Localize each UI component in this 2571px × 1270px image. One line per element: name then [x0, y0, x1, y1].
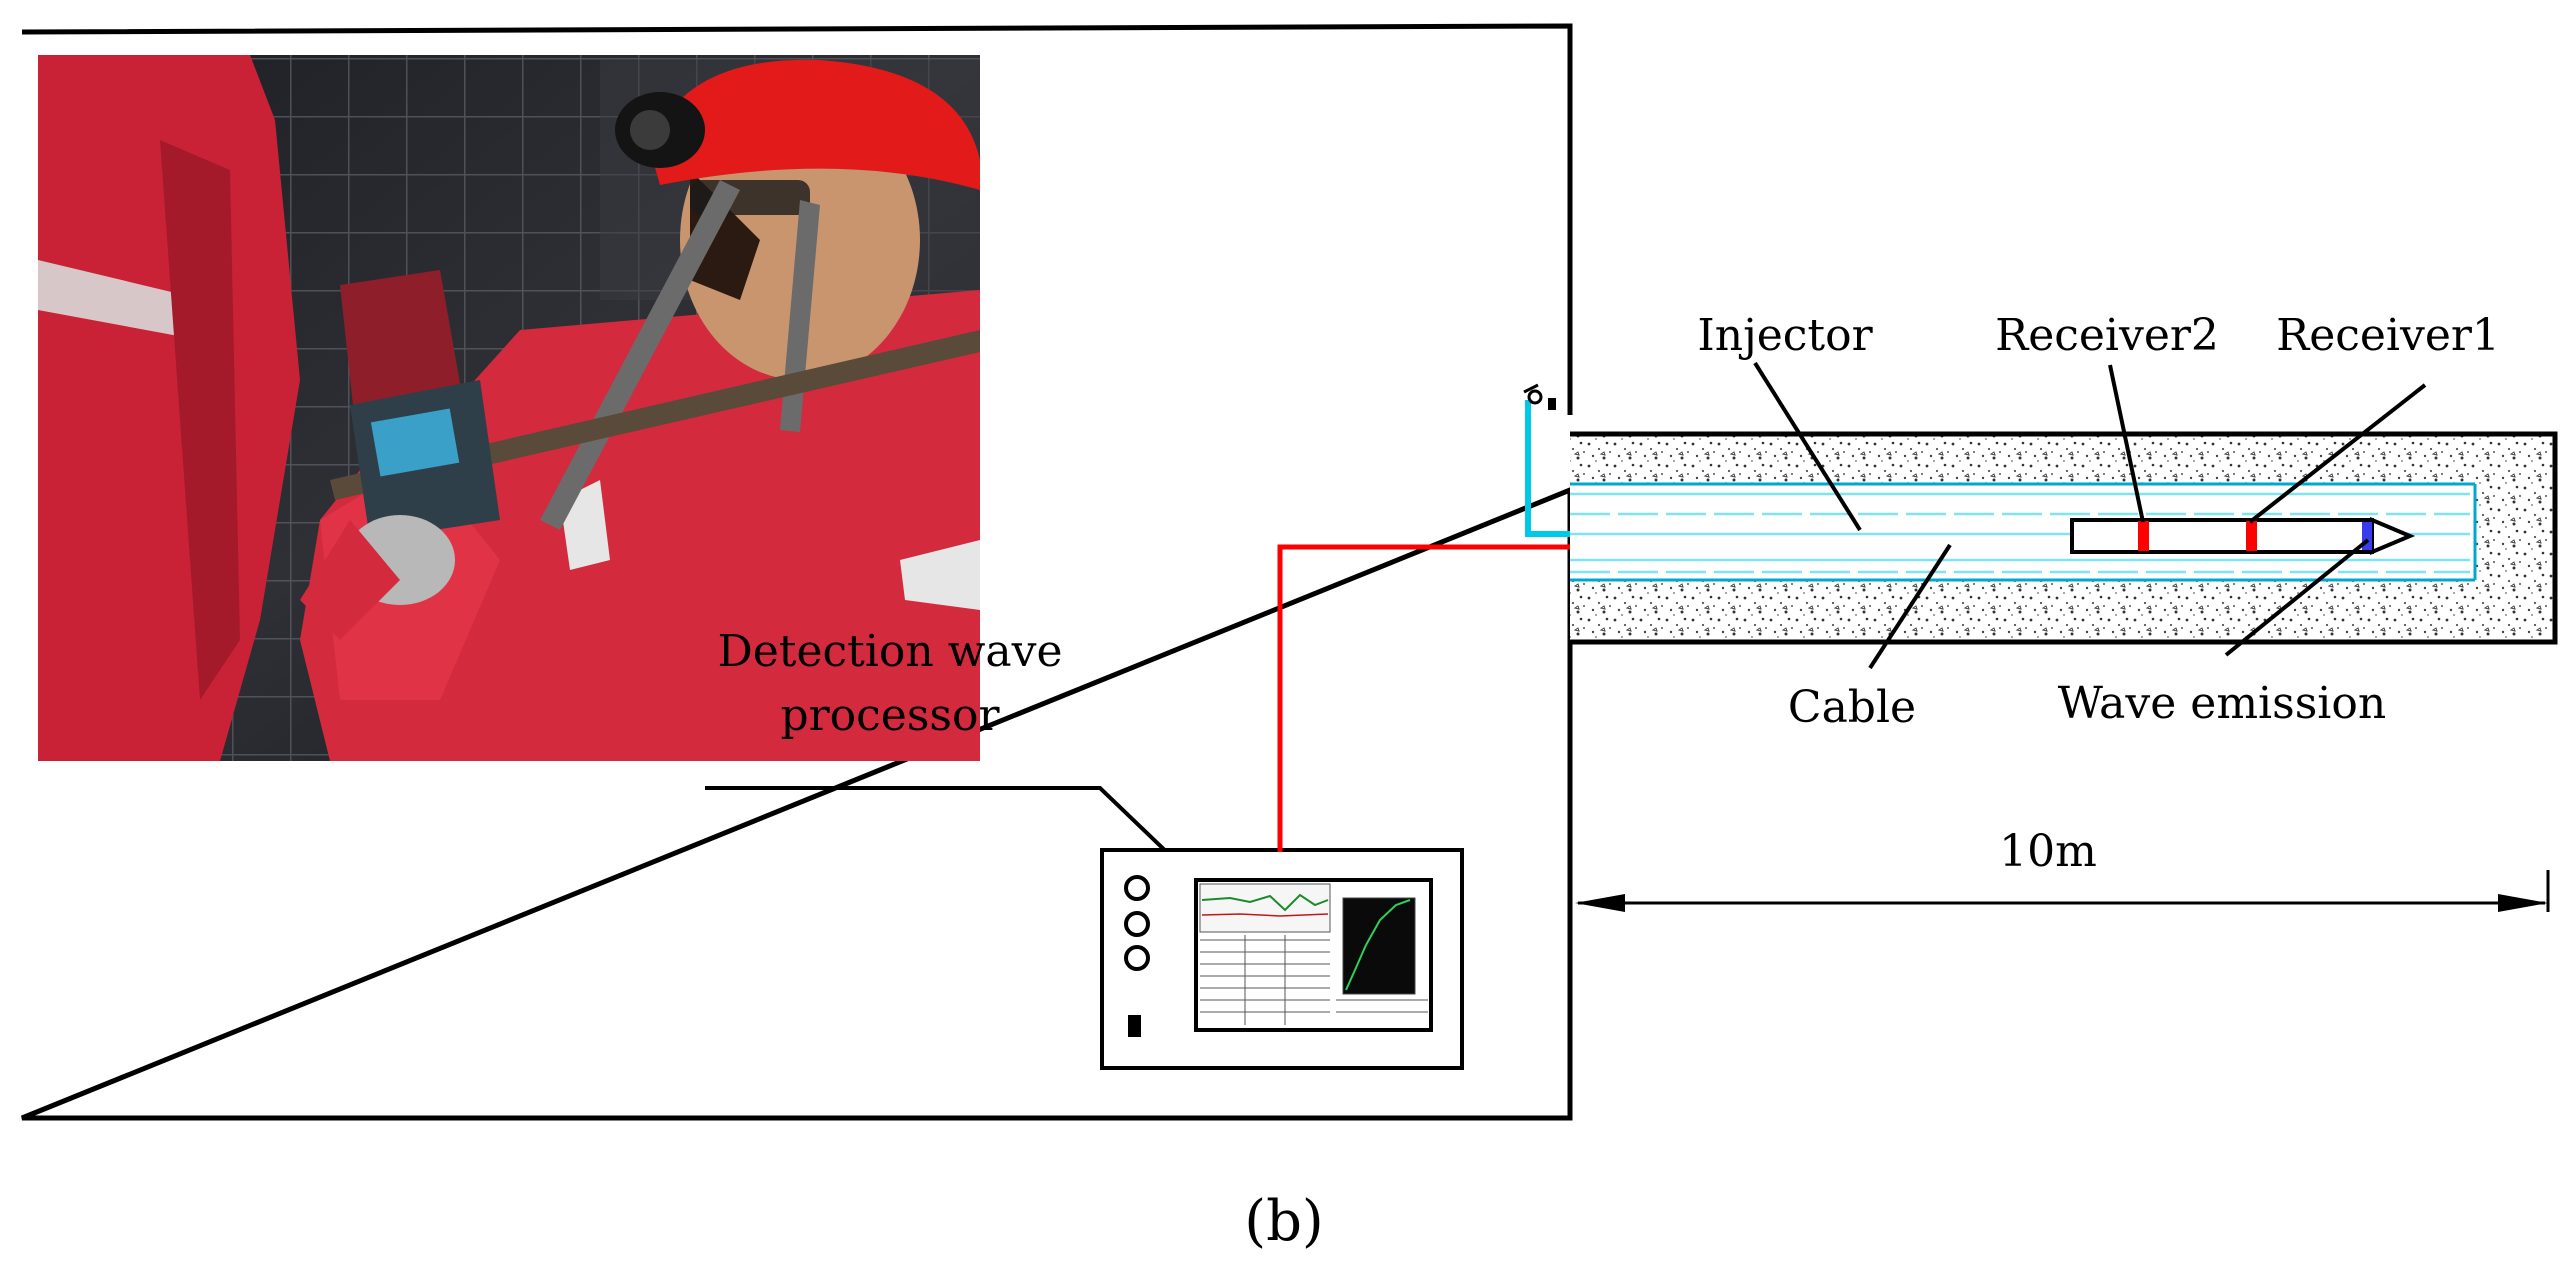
outer-frame — [21, 23, 1573, 1121]
borehole — [1567, 431, 2558, 650]
wave-emission-label: Wave emission — [2058, 678, 2386, 729]
wave-emission-element — [2362, 522, 2372, 550]
processor-label-line1: Detection wave — [717, 626, 1062, 677]
cable-label: Cable — [1788, 682, 1916, 733]
processor-label-line2: processor — [780, 690, 1000, 741]
processor-leader-line — [705, 786, 1177, 862]
receiver2-element — [2138, 521, 2149, 551]
processor-knob-1 — [1124, 875, 1150, 901]
detection-wave-processor — [1100, 848, 1464, 1070]
processor-knob-3 — [1124, 945, 1150, 971]
injector-label: Injector — [1697, 310, 1873, 361]
probe — [2070, 516, 2416, 556]
figure-caption: (b) — [1244, 1189, 1324, 1254]
distance-label: 10m — [1999, 826, 2097, 877]
receiver1-element — [2246, 521, 2257, 551]
label-leader-lines — [1753, 361, 2427, 670]
processor-knob-2 — [1124, 911, 1150, 937]
receiver2-label: Receiver2 — [1995, 310, 2219, 361]
receiver1-label: Receiver1 — [2276, 310, 2500, 361]
distance-dimension — [1575, 870, 2550, 912]
field-photo — [38, 55, 980, 761]
processor-switch — [1128, 1015, 1141, 1037]
